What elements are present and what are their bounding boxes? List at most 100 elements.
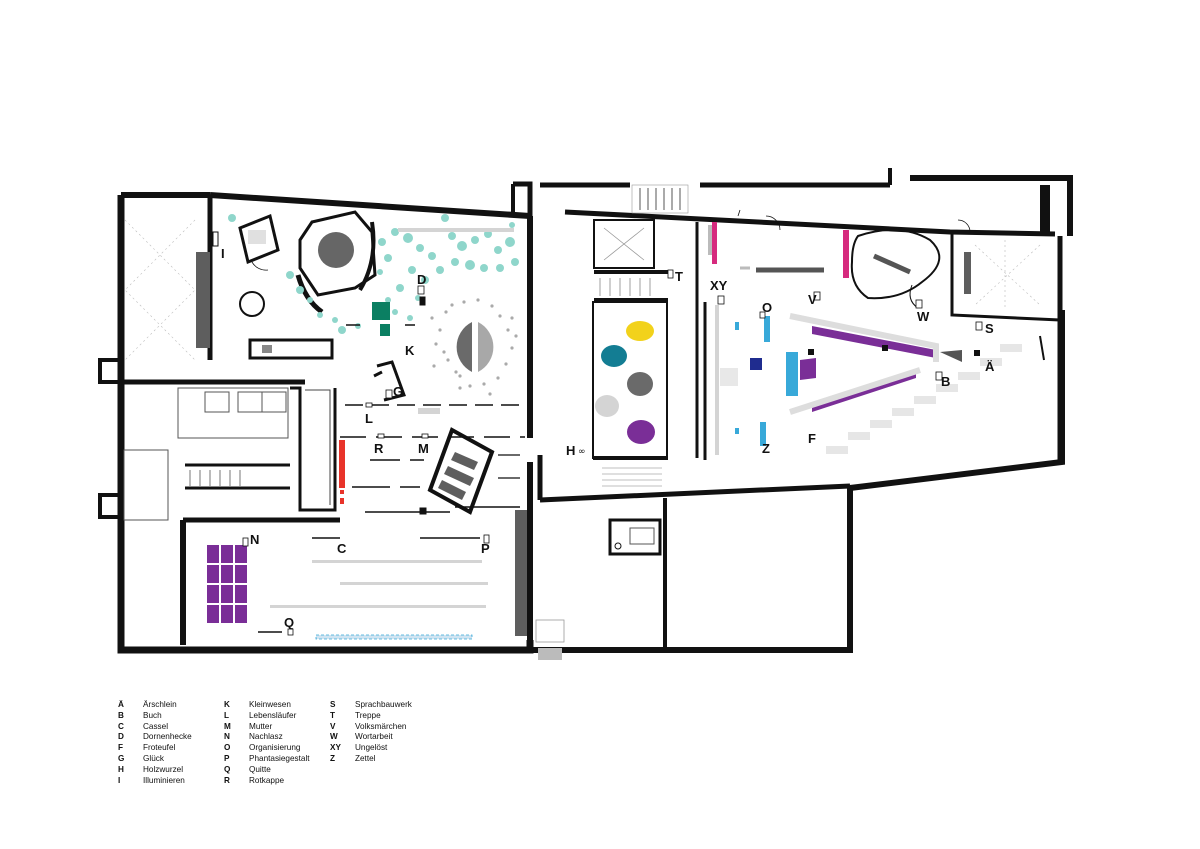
label-s: S (985, 321, 994, 336)
label-v: V (808, 292, 817, 307)
legend-code: H (118, 764, 124, 774)
legend-name: Kleinwesen (249, 700, 291, 709)
legend-item: Q Quitte (224, 765, 310, 776)
legend-name: Illuminieren (143, 775, 185, 785)
legend-name: Sprachbauwerk (355, 700, 412, 709)
service-core (123, 386, 337, 521)
legend-item: G Glück (118, 754, 192, 765)
legend-name: Quitte (249, 764, 271, 774)
legend-column-3: S Sprachbauwerk T Treppe V Volksmärchen W Wo… (330, 700, 412, 765)
legend-name: Organisierung (249, 743, 301, 753)
legend-code: M (224, 721, 231, 731)
legend-code: P (224, 753, 230, 763)
green-objects (372, 302, 390, 336)
legend-item: I Illuminieren (118, 776, 192, 787)
legend-item: P Phantasiegestalt (224, 754, 310, 765)
legend-name: Wortarbeit (355, 732, 393, 742)
legend-code: N (224, 732, 230, 742)
legend-name: Ärschlein (143, 700, 177, 709)
room-illuminieren (212, 213, 334, 360)
legend-name: Ungelöst (355, 743, 388, 753)
legend-name: Froteufel (143, 743, 176, 753)
legend-item: B Buch (118, 711, 192, 722)
legend-item: Z Zettel (330, 754, 412, 765)
label-l: L (365, 411, 373, 426)
legend-code: Q (224, 764, 231, 774)
legend-code: S (330, 700, 336, 709)
label-k: K (405, 343, 415, 358)
legend-item: H Holzwurzel (118, 765, 192, 776)
legend-name: Dornenhecke (143, 732, 192, 742)
legend-name: Zettel (355, 753, 376, 763)
center-room (592, 184, 689, 556)
label-t: T (675, 269, 683, 284)
legend-name: Volksmärchen (355, 721, 407, 731)
legend-code: Ä (118, 700, 124, 709)
room-two-details (340, 285, 525, 439)
label-d: D (417, 272, 426, 287)
label-z: Z (762, 441, 770, 456)
legend-code: I (118, 775, 121, 785)
legend-code: O (224, 743, 231, 753)
label-q: Q (284, 615, 294, 630)
legend-item: D Dornenhecke (118, 732, 192, 743)
legend-name: Treppe (355, 710, 381, 720)
label-h: H (566, 443, 575, 458)
octagon-room (295, 210, 377, 315)
label-i: I (221, 246, 225, 261)
legend-item: Ä Ärschlein (118, 700, 192, 711)
legend-item: T Treppe (330, 711, 412, 722)
legend-code: G (118, 753, 125, 763)
legend-item: O Organisierung (224, 743, 310, 754)
legend-name: Holzwurzel (143, 764, 184, 774)
legend-code: T (330, 710, 336, 720)
legend-item: R Rotkappe (224, 776, 310, 787)
label-o: O (762, 300, 772, 315)
label-w: W (917, 309, 930, 324)
legend-item: F Froteufel (118, 743, 192, 754)
label-g: G (393, 384, 403, 399)
legend-code: V (330, 721, 336, 731)
legend-item: W Wortarbeit (330, 732, 412, 743)
legend-name: Nachlasz (249, 732, 283, 742)
label-ae: Ä (985, 359, 995, 374)
legend-name: Glück (143, 753, 164, 763)
nachlasz-grid (207, 545, 247, 623)
legend-code: L (224, 710, 230, 720)
legend-code: F (118, 743, 124, 753)
legend-item: V Volksmärchen (330, 722, 412, 733)
legend-code: W (330, 732, 338, 742)
red-bar (339, 440, 345, 504)
legend-item: S Sprachbauwerk (330, 700, 412, 711)
label-xy: XY (710, 278, 728, 293)
mutter-box (427, 427, 495, 515)
room-three-lines (352, 454, 520, 515)
bottom-shelves (242, 510, 565, 660)
legend-code: B (118, 710, 124, 720)
legend-item: L Lebensläufer (224, 711, 310, 722)
left-room-details (98, 219, 210, 519)
label-f: F (808, 431, 816, 446)
legend-name: Phantasiegestalt (249, 753, 310, 763)
split-circle (430, 298, 518, 396)
label-c: C (337, 541, 347, 556)
legend-name: Lebensläufer (249, 710, 297, 720)
label-n: N (250, 532, 259, 547)
legend-code: D (118, 732, 124, 742)
label-m: M (418, 441, 429, 456)
legend-code: R (224, 775, 230, 785)
legend-name: Rotkappe (249, 775, 285, 785)
legend-name: Buch (143, 710, 162, 720)
grey-bench-top (398, 228, 514, 232)
legend-code: C (118, 721, 124, 731)
legend-code: Z (330, 753, 336, 763)
plan-letter-labels: Ä B C D F G H ∞ I K L M N O P Q R S T V … (221, 246, 995, 630)
